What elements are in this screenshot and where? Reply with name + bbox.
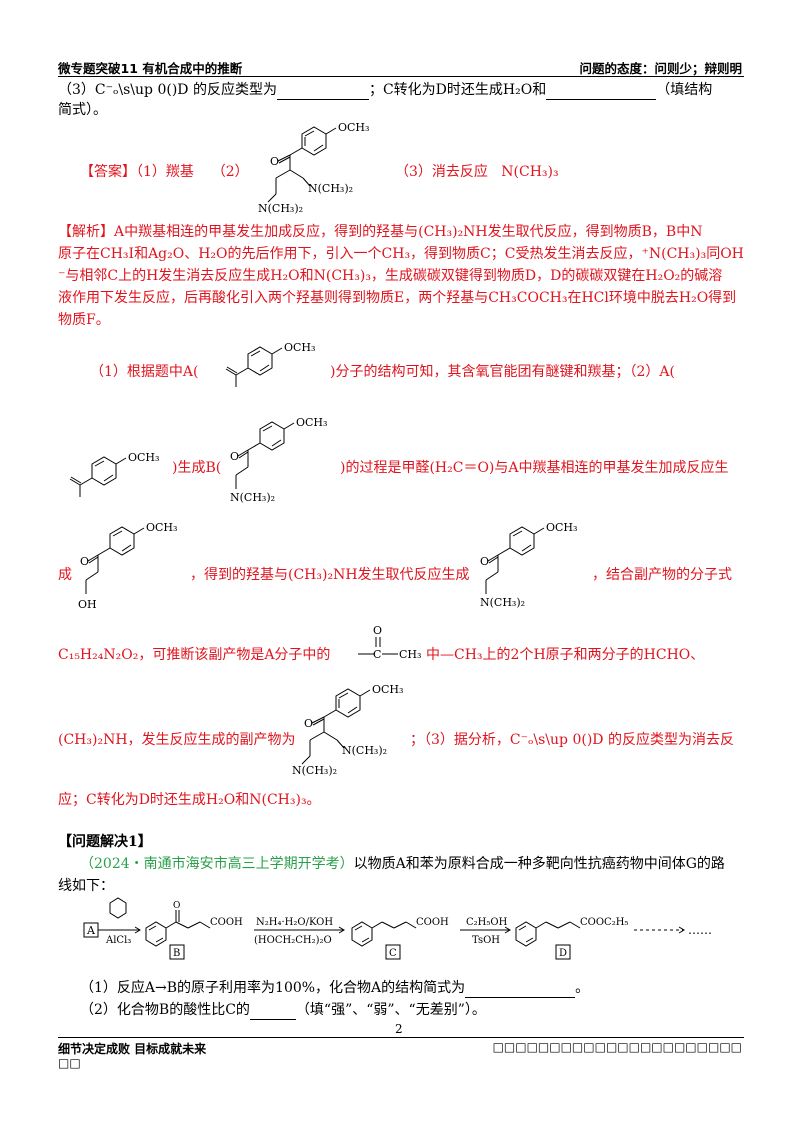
label-a: A [86,924,96,937]
label-c: C [389,948,397,959]
analysis-line-4: 液作用下发生反应，后再酸化引入两个羟基则得到物质E，两个羟基与CH₃COCH₃在… [58,290,737,306]
o-label: O [480,555,489,568]
analysis-line-3: ⁻与相邻C上的H发生消去反应生成H₂O和N(CH₃)₃，生成碳碳双键得到物质D，… [58,268,723,284]
och3-label: OCH₃ [146,521,177,534]
nme2-label: N(CH₃)₂ [308,182,353,195]
explain-p5b: ；（3）据分析，C⁻ₒ\s\up 0()D 的反应类型为消去反 [410,732,734,748]
question-2-blank[interactable] [249,1003,296,1020]
o-label: O [173,901,180,911]
explain-p4a: C₁₅H₂₄N₂O₂，可推断该副产物是A分子中的 [58,647,331,663]
och3-label: OCH₃ [284,341,315,354]
o-label: O [230,450,239,463]
answer-line: 【答案】（1）羰基 （2） [80,162,770,182]
explain-p6: 应；C转化为D时还生成H₂O和N(CH₃)₃。 [58,792,321,808]
och3-label: OCH₃ [128,451,159,464]
structure-B-2: OCH₃ O N(CH₃)₂ [480,521,577,609]
answer-label: 【答案】 [80,164,136,180]
structure-B: OCH₃ O N(CH₃)₂ [230,416,327,504]
structure-acetyl: O C CH₃ [358,624,421,661]
reagent-1: N₂H₄·H₂O/KOH [256,917,333,928]
explain-p3a: 成 [58,567,72,583]
q3-tail: （填结构 [656,82,713,98]
och3-label: OCH₃ [546,521,577,534]
footer-left-2: □□ [58,1056,81,1070]
question-1-blank[interactable] [465,981,576,998]
nme2-label: N(CH₃)₂ [230,491,275,504]
answer-3b: N(CH₃)₃ [501,164,559,180]
header-rule [58,76,744,77]
answer-3-line: （3）消去反应 N(CH₃)₃ [395,162,800,182]
och3-label: OCH₃ [372,683,403,696]
problem-intro-line: （2024・南通市海安市高三上学期开学考）以物质A和苯为原料合成一种多靶向性抗癌… [80,854,770,874]
question-1: （1）反应A→B的原子利用率为100%，化合物A的结构简式为 。 [80,978,770,998]
oh-label: OH [78,598,97,611]
question-2-end: （填“强”、“弱”、“无差别”）。 [295,1002,486,1018]
explain-p2b: )的过程是甲醛(H₂C＝O)与A中羰基相连的甲基发生加成反应生 [340,460,729,476]
label-d: D [559,948,567,959]
q3-blank-1[interactable] [276,83,369,100]
problem-source: （2024・南通市海安市高三上学期开学考） [80,856,354,872]
ch3-label: CH₃ [399,648,421,661]
o-label: O [80,555,89,568]
reagent-alcl3: AlCl₃ [105,935,131,946]
och3-label: OCH₃ [296,416,327,429]
label-b: B [173,948,180,959]
nme2-label-2: N(CH₃)₂ [292,764,337,777]
question-1-end: 。 [575,980,590,996]
answer-2: （2） [211,164,249,180]
cooh-label-c: COOH [416,917,449,928]
analysis-line-5: 物质F。 [58,312,110,328]
answer-3: （3）消去反应 [395,164,488,180]
q3-line2: 简式）。 [58,102,107,118]
footer-right: □□□□□□□□□□□□□□□□□□□□□□ [492,1040,742,1054]
structure-A-1: OCH₃ [225,341,315,387]
analysis-line-1: 【解析】A中羰基相连的甲基发生加成反应，得到的羟基与(CH₃)₂NH发生取代反应… [58,224,703,240]
carbonyl-c-label: C [373,648,381,661]
cooet-label: COOC₂H₅ [580,917,628,928]
o-label: O [304,717,313,730]
structure-answer-byproduct: OCH₃ O N(CH₃)₂ N(CH₃)₂ [258,121,369,215]
footer-rule [58,1037,744,1038]
reaction-scheme: A AlCl₃ O COOH B N₂H₄·H₂O/KOH (HOCH₂CH₂)… [83,897,712,960]
nme2-label: N(CH₃)₂ [342,744,387,757]
question-1-text: （1）反应A→B的原子利用率为100%，化合物A的结构简式为 [80,980,466,996]
question-2: （2）化合物B的酸性比C的 （填“强”、“弱”、“无差别”）。 [80,1000,770,1020]
question-2-text: （2）化合物B的酸性比C的 [80,1002,250,1018]
reagent-2b: TsOH [472,935,500,946]
q3-blank-2[interactable] [546,83,657,100]
cooh-label: COOH [210,917,243,928]
footer-left: 细节决定成败 目标成就未来 [58,1042,207,1056]
nme2-label-2: N(CH₃)₂ [258,202,303,215]
structure-byproduct-2: OCH₃ O N(CH₃)₂ N(CH₃)₂ [292,683,403,777]
o-label: O [270,155,279,168]
nme2-label: N(CH₃)₂ [480,596,525,609]
q3-mid: ；C转化为D时还生成H₂O和 [368,82,547,98]
problem-intro-2: 线如下： [58,878,114,894]
page-number: 2 [395,1022,403,1036]
analysis-line-2: 原子在CH₃I和Ag₂O、H₂O的先后作用下，引入一个CH₃，得到物质C；C受热… [58,246,744,262]
explain-p1a: （1）根据题中A( [90,364,199,380]
explain-p2a: )生成B( [172,460,222,476]
explain-p4b: 中—CH₃上的2个H原子和两分子的HCHO、 [426,647,705,663]
explain-p3b: ，得到的羟基与(CH₃)₂NH发生取代反应生成 [190,567,470,583]
problem-intro: 以物质A和苯为原料合成一种多靶向性抗癌药物中间体G的路 [353,856,725,872]
explain-p5a: (CH₃)₂NH，发生反应生成的副产物为 [58,732,296,748]
och3-label: OCH₃ [338,121,369,134]
q3-line: （3）C⁻ₒ\s\up 0()D 的反应类型为 ；C转化为D时还生成H₂O和 （填结… [58,80,748,100]
answer-1: （1）羰基 [136,164,194,180]
q3-text: （3）C⁻ₒ\s\up 0()D 的反应类型为 [58,82,277,98]
header-left: 微专题突破11 有机合成中的推断 [58,61,243,76]
explain-p1b: )分子的结构可知，其含氧官能团有醚键和羰基；（2）A( [330,364,675,380]
structure-A-2: OCH₃ [69,451,159,497]
o-label: O [373,624,382,637]
header-right: 问题的态度：问则少；辩则明 [579,61,742,76]
structure-hydroxy: OCH₃ O OH [78,521,177,611]
reagent-2: C₂H₅OH [466,917,508,928]
reagent-1b: (HOCH₂CH₂)₂O [254,935,332,946]
continuation-dots: …… [688,923,712,937]
explain-p3c: ，结合副产物的分子式 [592,567,732,583]
problem-heading: 【问题解决1】 [58,834,152,850]
